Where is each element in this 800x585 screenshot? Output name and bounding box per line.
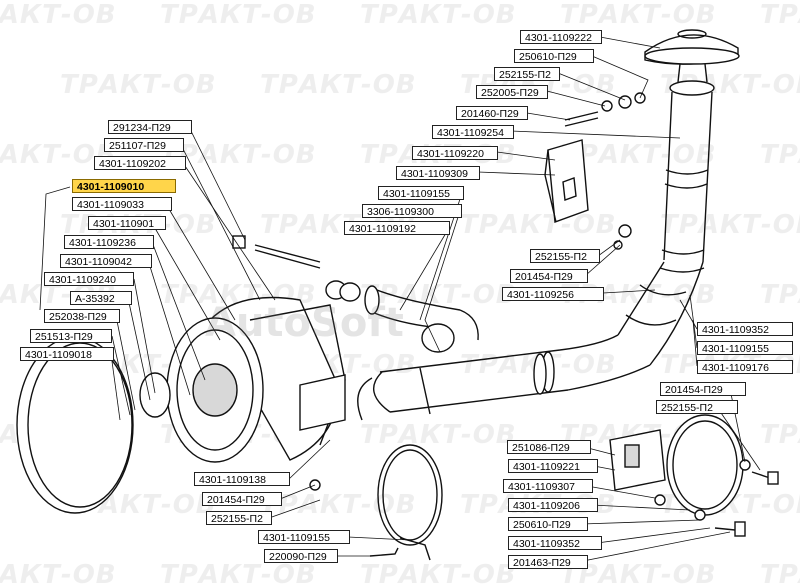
tract-watermark: ТРАКТ-ОВ bbox=[560, 0, 717, 30]
part-label-252155-p2-b[interactable]: 252155-П2 bbox=[530, 249, 600, 263]
part-label-4301-1109176[interactable]: 4301-1109176 bbox=[697, 360, 793, 374]
part-label-4301-1109155-a[interactable]: 4301-1109155 bbox=[378, 186, 464, 200]
part-label-252155-p2-a[interactable]: 252155-П2 bbox=[494, 67, 560, 81]
part-label-4301-1109155-c[interactable]: 4301-1109155 bbox=[258, 530, 350, 544]
part-label-291234-p29[interactable]: 291234-П29 bbox=[108, 120, 192, 134]
part-label-4301-1109192[interactable]: 4301-1109192 bbox=[344, 221, 450, 235]
part-label-4301-1109352-b[interactable]: 4301-1109352 bbox=[508, 536, 602, 550]
part-label-4301-1109352-a[interactable]: 4301-1109352 bbox=[697, 322, 793, 336]
tract-watermark: ТРАКТ-ОВ bbox=[660, 210, 800, 240]
tract-watermark: ТРАКТ-ОВ bbox=[360, 420, 517, 450]
part-label-252155-p2-c[interactable]: 252155-П2 bbox=[656, 400, 738, 414]
part-label-251513-p29[interactable]: 251513-П29 bbox=[30, 329, 112, 343]
part-label-201460-p29[interactable]: 201460-П29 bbox=[456, 106, 528, 120]
tract-watermark: ТРАКТ-ОВ bbox=[160, 0, 317, 30]
tract-watermark: ТРАКТ-ОВ bbox=[760, 560, 800, 585]
filter-disc bbox=[139, 372, 171, 418]
bolt-upper bbox=[564, 111, 599, 127]
part-label-251086-p29[interactable]: 251086-П29 bbox=[507, 440, 591, 454]
autosoft-watermark: AutoSoft bbox=[205, 300, 404, 346]
part-label-252005-p29[interactable]: 252005-П29 bbox=[476, 85, 548, 99]
rain-cap-part bbox=[644, 29, 740, 96]
part-label-201454-p29-a[interactable]: 201454-П29 bbox=[510, 269, 588, 283]
tract-watermark: ТРАКТ-ОВ bbox=[0, 0, 117, 30]
tract-watermark: ТРАКТ-ОВ bbox=[760, 420, 800, 450]
filter-cover bbox=[16, 336, 134, 514]
part-label-4301-110901[interactable]: 4301-110901 bbox=[88, 216, 166, 230]
tract-watermark: ТРАКТ-ОВ bbox=[260, 70, 417, 100]
part-label-3306-1109300[interactable]: 3306-1109300 bbox=[362, 204, 462, 218]
tract-watermark: ТРАКТ-ОВ bbox=[360, 280, 517, 310]
vertical-intake-pipe bbox=[559, 91, 713, 391]
part-label-201454-p29-b[interactable]: 201454-П29 bbox=[660, 382, 746, 396]
part-label-4301-1109033[interactable]: 4301-1109033 bbox=[72, 197, 172, 211]
part-label-4301-1109155-b[interactable]: 4301-1109155 bbox=[697, 341, 793, 355]
lower-bracket bbox=[609, 414, 744, 516]
part-label-4301-1109309[interactable]: 4301-1109309 bbox=[396, 166, 480, 180]
part-label-4301-1109221[interactable]: 4301-1109221 bbox=[508, 459, 598, 473]
part-label-250610-p29-b[interactable]: 250610-П29 bbox=[508, 517, 588, 531]
tract-watermark: ТРАКТ-ОВ bbox=[460, 210, 617, 240]
tract-watermark: ТРАКТ-ОВ bbox=[60, 70, 217, 100]
tract-watermark: ТРАКТ-ОВ bbox=[0, 560, 117, 585]
part-label-4301-1109042[interactable]: 4301-1109042 bbox=[60, 254, 152, 268]
part-label-4301-1109220[interactable]: 4301-1109220 bbox=[412, 146, 498, 160]
small-sleeve bbox=[325, 280, 361, 302]
leader-lines bbox=[39, 36, 761, 563]
tract-watermark: ТРАКТ-ОВ bbox=[760, 280, 800, 310]
part-label-4301-1109202[interactable]: 4301-1109202 bbox=[94, 156, 186, 170]
tract-watermark: ТРАКТ-ОВ bbox=[760, 0, 800, 30]
hose-clamp bbox=[377, 444, 443, 561]
part-label-4301-1109018[interactable]: 4301-1109018 bbox=[20, 347, 114, 361]
tract-watermark: ТРАКТ-ОВ bbox=[560, 140, 717, 170]
part-label-4301-1109206[interactable]: 4301-1109206 bbox=[508, 498, 598, 512]
part-label-252038-p29[interactable]: 252038-П29 bbox=[44, 309, 120, 323]
tract-watermark: ТРАКТ-ОВ bbox=[360, 0, 517, 30]
part-label-220090-p29[interactable]: 220090-П29 bbox=[264, 549, 338, 563]
part-label-201463-p29[interactable]: 201463-П29 bbox=[508, 555, 588, 569]
part-label-4301-1109240[interactable]: 4301-1109240 bbox=[44, 272, 134, 286]
part-label-251107-p29[interactable]: 251107-П29 bbox=[104, 138, 184, 152]
part-label-a-35392[interactable]: А-35392 bbox=[70, 291, 132, 305]
part-label-252155-p2-d[interactable]: 252155-П2 bbox=[206, 511, 272, 525]
tract-watermark: ТРАКТ-ОВ bbox=[260, 490, 417, 520]
long-bolt bbox=[254, 244, 321, 269]
part-label-4301-1109138[interactable]: 4301-1109138 bbox=[194, 472, 290, 486]
tract-watermark: ТРАКТ-ОВ bbox=[360, 560, 517, 585]
lower-intake-pipe bbox=[357, 349, 569, 421]
part-label-4301-1109222[interactable]: 4301-1109222 bbox=[520, 30, 602, 44]
part-label-250610-p29[interactable]: 250610-П29 bbox=[514, 49, 594, 63]
upper-bracket bbox=[544, 139, 589, 223]
part-label-201454-p29-c[interactable]: 201454-П29 bbox=[202, 492, 282, 506]
tract-watermark: ТРАКТ-ОВ bbox=[160, 560, 317, 585]
part-label-4301-1109256[interactable]: 4301-1109256 bbox=[502, 287, 604, 301]
tract-watermark: ТРАКТ-ОВ bbox=[760, 140, 800, 170]
part-label-4301-1109010[interactable]: 4301-1109010 bbox=[72, 179, 176, 193]
part-label-4301-1109236[interactable]: 4301-1109236 bbox=[64, 235, 154, 249]
part-label-4301-1109307[interactable]: 4301-1109307 bbox=[503, 479, 593, 493]
part-label-4301-1109254[interactable]: 4301-1109254 bbox=[432, 125, 514, 139]
